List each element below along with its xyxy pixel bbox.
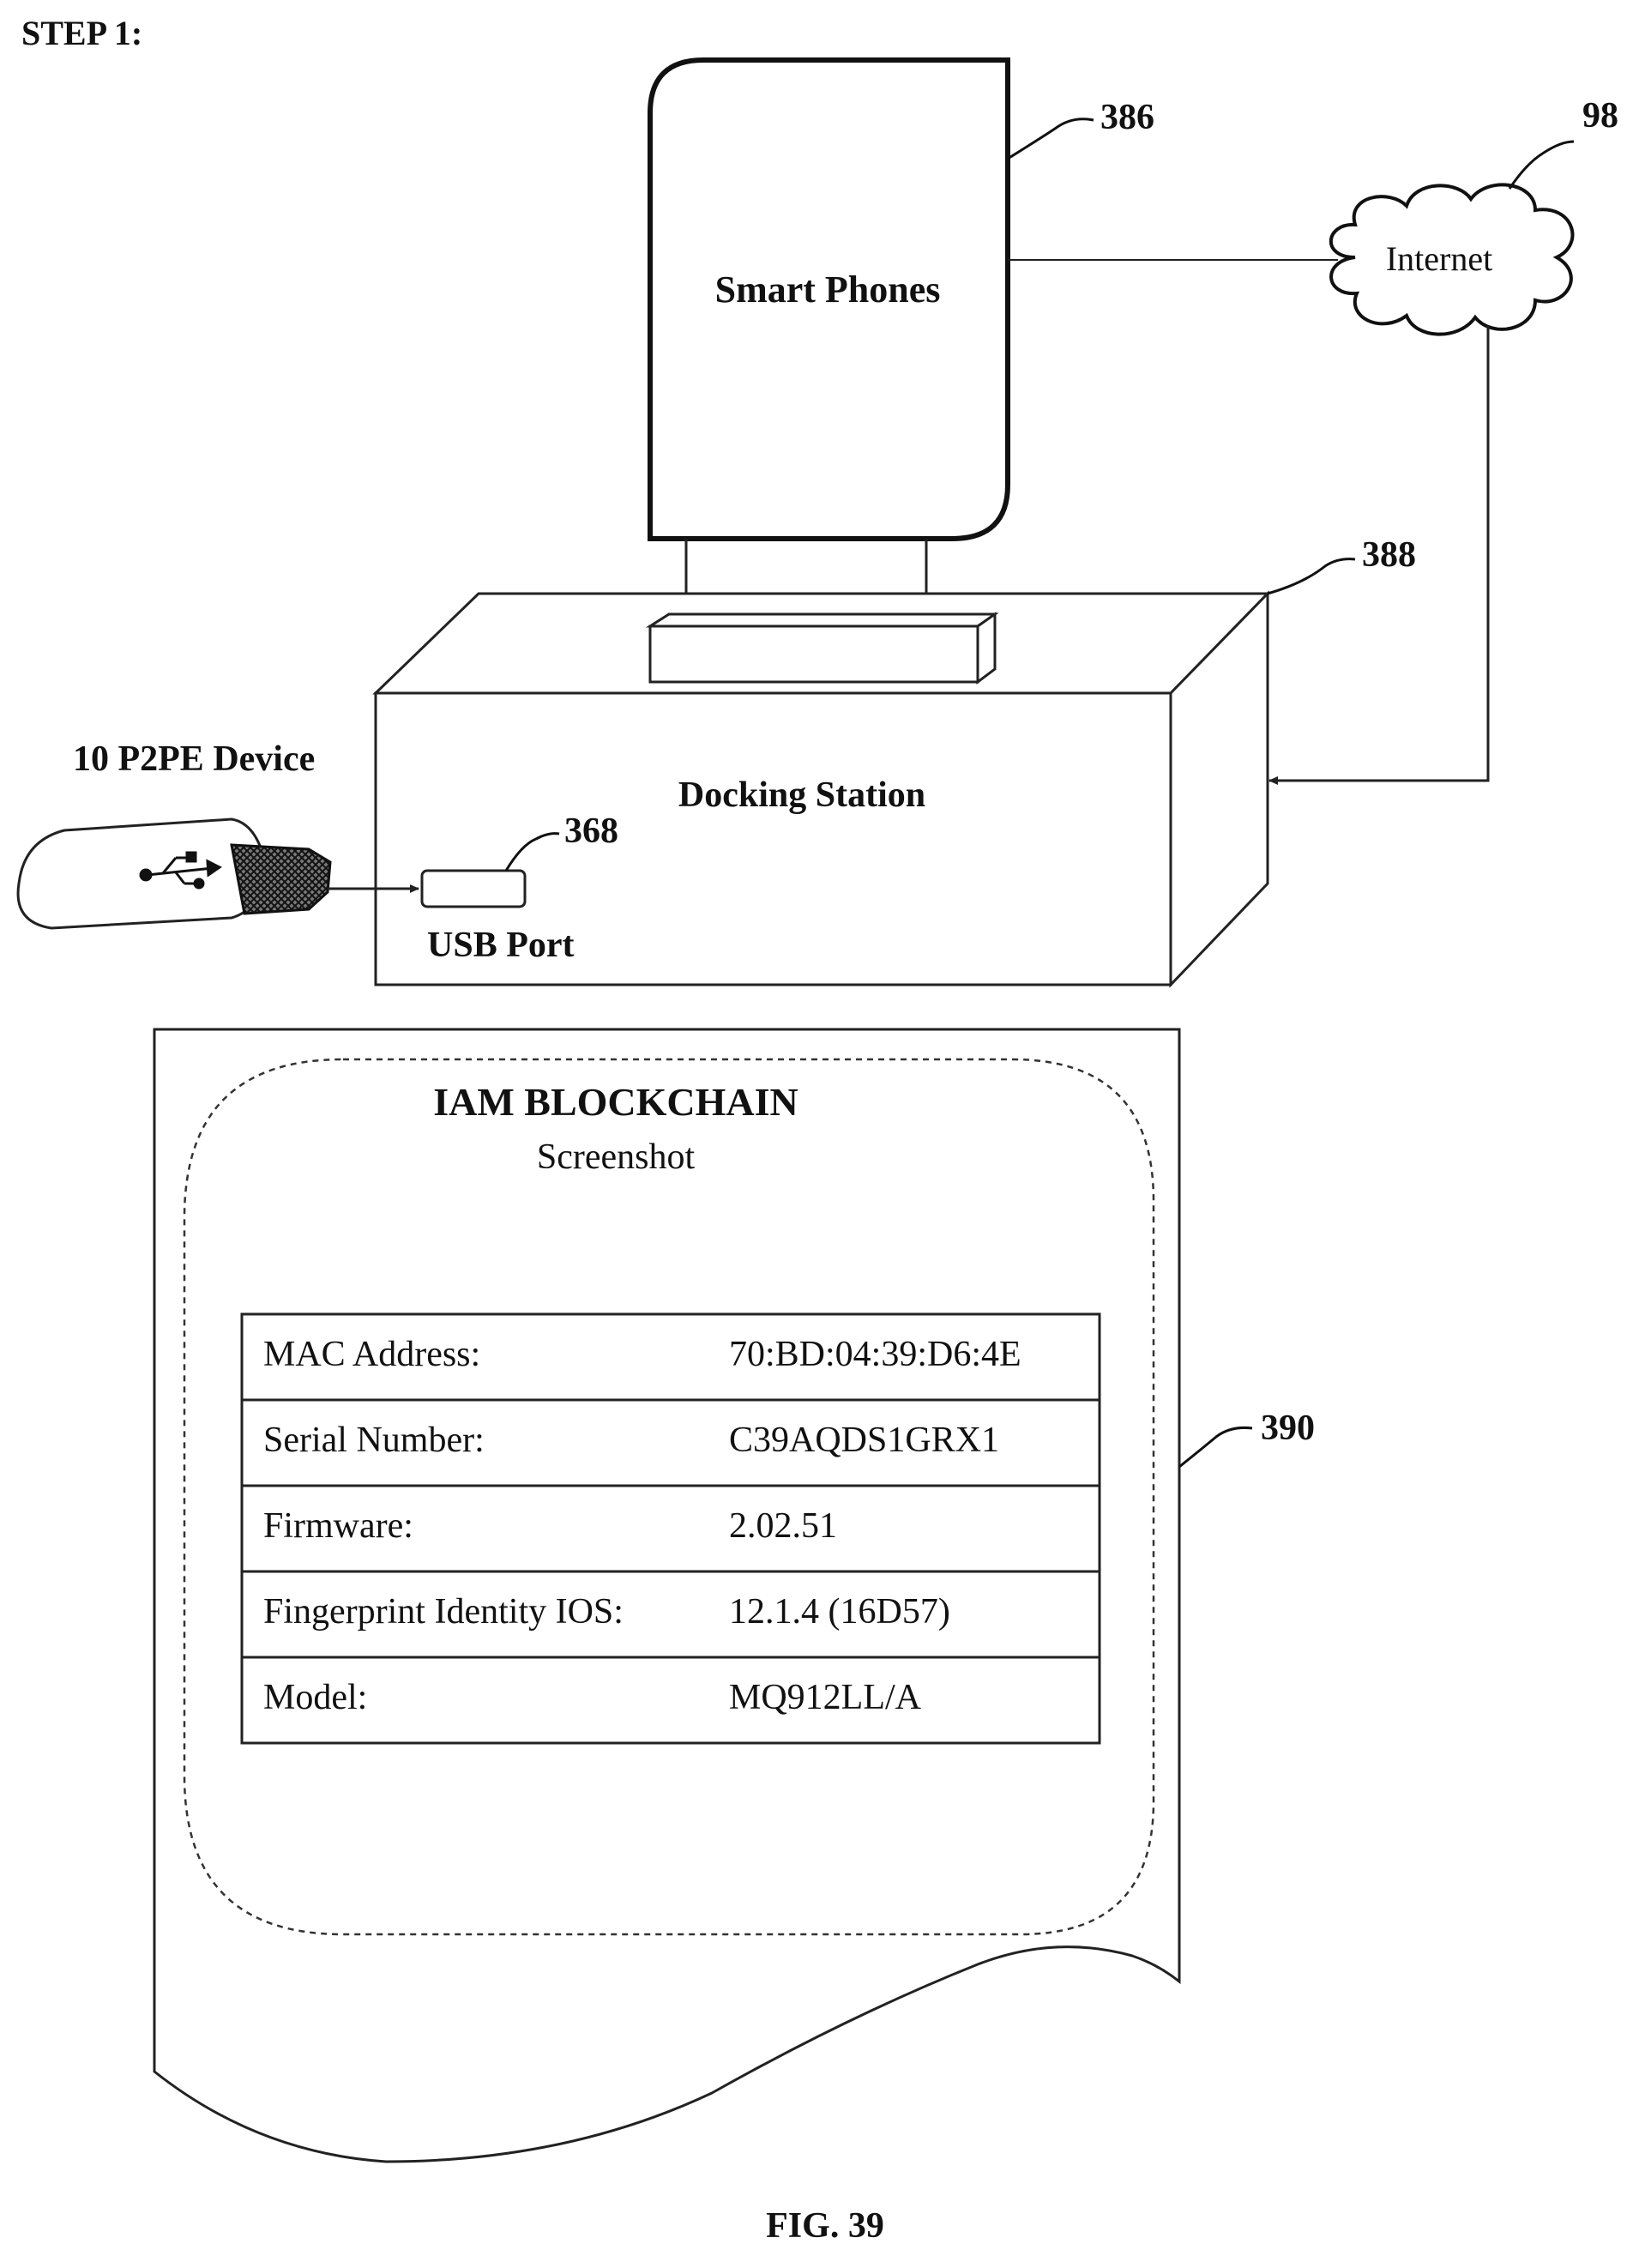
table-row-label: MAC Address: xyxy=(263,1335,480,1374)
table-row-value: C39AQDS1GRX1 xyxy=(729,1421,999,1460)
device-info-table: MAC Address: 70:BD:04:39:D6:4E Serial Numb… xyxy=(242,1314,1100,1743)
smart-phones-label: Smart Phones xyxy=(715,268,941,311)
usb-port-ref: 368 xyxy=(564,811,618,851)
docking-station-label: Docking Station xyxy=(678,775,925,815)
docking-station-ref-leader xyxy=(1268,559,1355,594)
internet-ref: 98 xyxy=(1582,96,1618,136)
dock-slot xyxy=(650,614,995,682)
table-row-value: 2.02.51 xyxy=(729,1506,837,1546)
p2pe-device-label: 10 P2PE Device xyxy=(73,739,315,779)
table-row-value: MQ912LL/A xyxy=(729,1678,922,1717)
table-row-label: Model: xyxy=(263,1678,367,1717)
p2pe-usb-stick xyxy=(18,819,330,928)
table-row-value: 12.1.4 (16D57) xyxy=(729,1592,950,1632)
smart-phones-ref-leader xyxy=(1008,119,1094,159)
table-row-label: Fingerprint Identity IOS: xyxy=(263,1592,624,1632)
smart-phones-ref: 386 xyxy=(1100,98,1154,137)
screenshot-subtitle: Screenshot xyxy=(537,1137,696,1177)
screenshot-title: IAM BLOCKCHAIN xyxy=(433,1080,798,1124)
docking-station-ref: 388 xyxy=(1362,535,1416,575)
screenshot-ref: 390 xyxy=(1261,1408,1315,1448)
figure-label: FIG. 39 xyxy=(766,2206,884,2246)
usb-port-label: USB Port xyxy=(427,926,575,965)
table-row-label: Serial Number: xyxy=(263,1421,485,1460)
table-row-value: 70:BD:04:39:D6:4E xyxy=(729,1335,1021,1374)
internet-ref-leader xyxy=(1509,142,1574,189)
screenshot-ref-leader xyxy=(1179,1427,1252,1467)
internet-label: Internet xyxy=(1386,239,1492,278)
usb-port xyxy=(422,871,525,907)
table-row-label: Firmware: xyxy=(263,1506,413,1546)
step-label: STEP 1: xyxy=(21,14,142,52)
